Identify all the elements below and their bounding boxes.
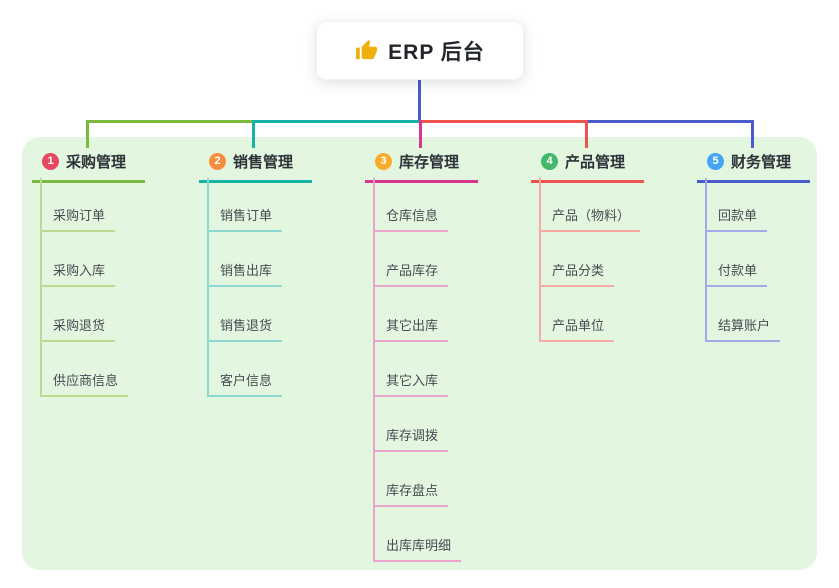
connector-drop-branch-2 (252, 120, 255, 148)
connector-drop-branch-4 (585, 120, 588, 148)
branch-inventory-management: 3 库存管理 仓库信息 产品库存 其它出库 其它入库 库存调拨 库存盘点 出库库… (365, 148, 478, 562)
branch-spine-line (705, 178, 707, 342)
branch-label: 库存管理 (399, 154, 460, 171)
child-node[interactable]: 采购退货 (40, 318, 116, 342)
child-node[interactable]: 采购订单 (40, 208, 116, 232)
child-node[interactable]: 采购入库 (40, 263, 116, 287)
branch-spine-line (373, 178, 375, 562)
child-node[interactable]: 供应商信息 (40, 373, 129, 397)
branch-number-badge: 4 (541, 153, 558, 170)
branch-finance-management: 5 财务管理 回款单 付款单 结算账户 (697, 148, 810, 342)
mindmap-background-panel (22, 137, 817, 570)
child-node[interactable]: 结算账户 (705, 318, 781, 342)
root-connector-line (418, 80, 421, 120)
child-node[interactable]: 库存调拨 (373, 428, 449, 452)
branch-number-badge: 2 (209, 153, 226, 170)
connector-rail-segment-3 (420, 120, 586, 123)
branch-product-management: 4 产品管理 产品（物料） 产品分类 产品单位 (531, 148, 644, 342)
child-node[interactable]: 库存盘点 (373, 483, 449, 507)
connector-drop-branch-5 (751, 120, 754, 148)
child-node[interactable]: 付款单 (705, 263, 768, 287)
branch-purchase-management: 1 采购管理 采购订单 采购入库 采购退货 供应商信息 (32, 148, 145, 397)
branch-number-badge: 5 (707, 153, 724, 170)
child-node[interactable]: 仓库信息 (373, 208, 449, 232)
child-node[interactable]: 销售出库 (207, 263, 283, 287)
branch-spine-line (40, 178, 42, 397)
branch-node-header[interactable]: 5 财务管理 (697, 148, 810, 183)
root-label: ERP 后台 (388, 40, 485, 64)
branch-spine-line (539, 178, 541, 342)
branch-number-badge: 3 (375, 153, 392, 170)
thumbs-up-icon (355, 39, 378, 62)
branch-node-header[interactable]: 3 库存管理 (365, 148, 478, 183)
child-node[interactable]: 销售订单 (207, 208, 283, 232)
child-node[interactable]: 其它出库 (373, 318, 449, 342)
branch-number-badge: 1 (42, 153, 59, 170)
child-node[interactable]: 产品单位 (539, 318, 615, 342)
root-node-erp-backend[interactable]: ERP 后台 (316, 21, 524, 80)
connector-drop-branch-1 (86, 120, 89, 148)
child-node[interactable]: 销售退货 (207, 318, 283, 342)
child-node[interactable]: 其它入库 (373, 373, 449, 397)
child-node[interactable]: 产品库存 (373, 263, 449, 287)
branch-sales-management: 2 销售管理 销售订单 销售出库 销售退货 客户信息 (199, 148, 312, 397)
child-node[interactable]: 客户信息 (207, 373, 283, 397)
branch-label: 销售管理 (233, 154, 294, 171)
branch-node-header[interactable]: 4 产品管理 (531, 148, 644, 183)
branch-label: 财务管理 (731, 154, 792, 171)
connector-rail-segment-4 (586, 120, 754, 123)
child-node[interactable]: 产品（物料） (539, 208, 641, 232)
child-node[interactable]: 出库库明细 (373, 538, 462, 562)
branch-label: 产品管理 (565, 154, 626, 171)
connector-drop-branch-3 (419, 120, 422, 148)
branch-node-header[interactable]: 2 销售管理 (199, 148, 312, 183)
branch-label: 采购管理 (66, 154, 127, 171)
child-node[interactable]: 回款单 (705, 208, 768, 232)
connector-rail-segment-1 (86, 120, 254, 123)
child-node[interactable]: 产品分类 (539, 263, 615, 287)
connector-rail-segment-2 (254, 120, 420, 123)
branch-spine-line (207, 178, 209, 397)
branch-node-header[interactable]: 1 采购管理 (32, 148, 145, 183)
